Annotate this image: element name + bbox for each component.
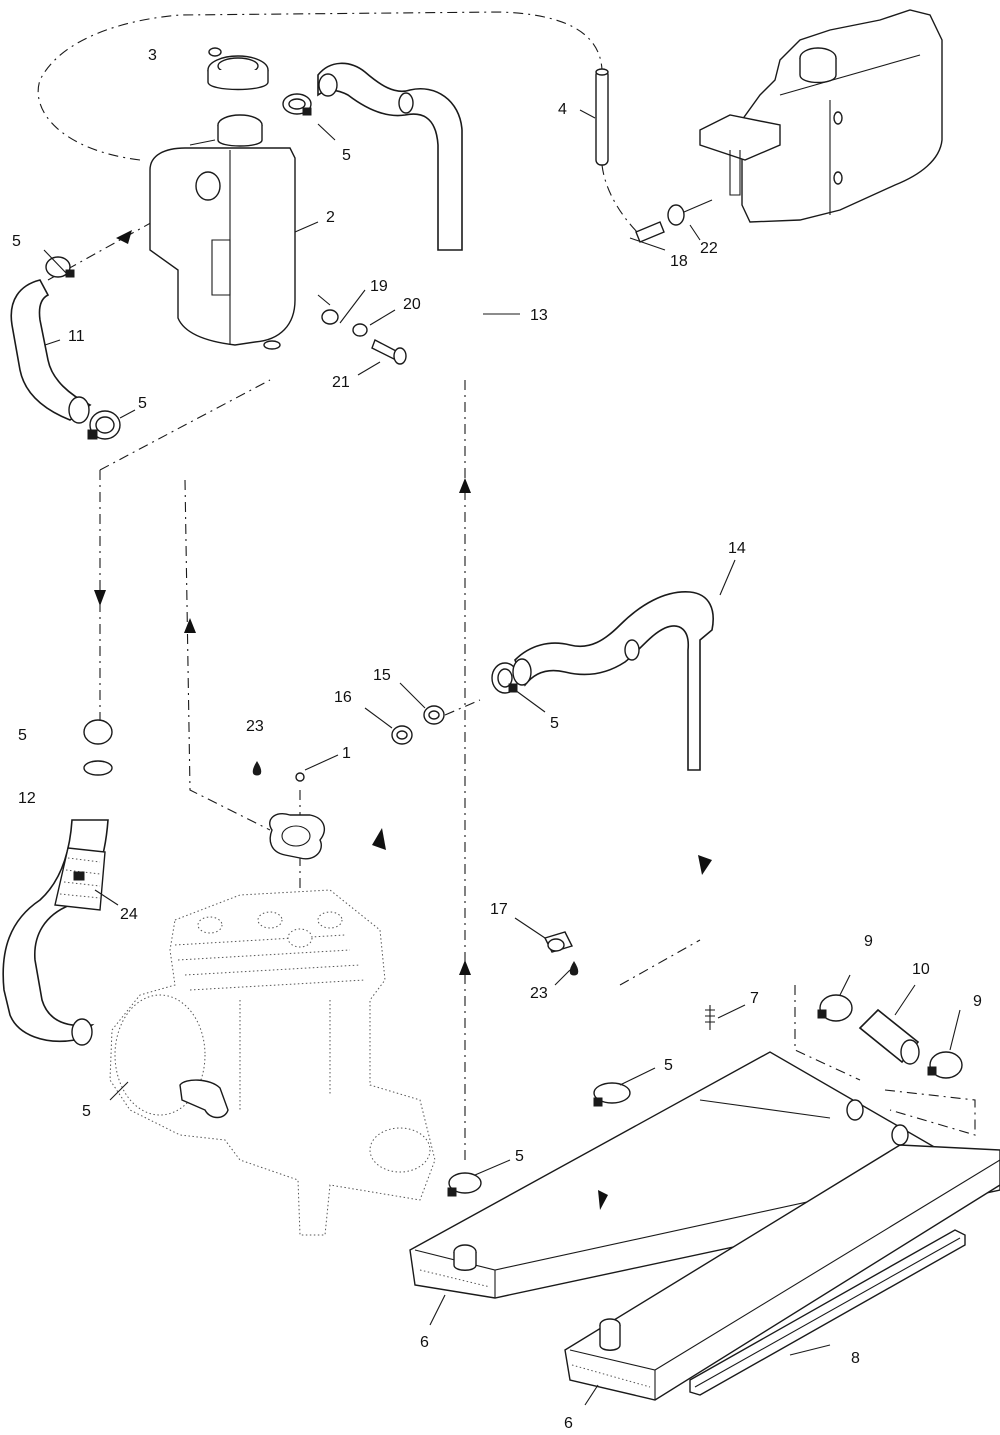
- callout-24: 24: [120, 906, 138, 923]
- callout-5: 5: [138, 395, 147, 412]
- callout-1: 1: [342, 745, 351, 762]
- connector-hose-10: [817, 994, 963, 1079]
- callout-5: 5: [515, 1148, 524, 1165]
- callout-23: 23: [246, 718, 264, 735]
- callout-21: 21: [332, 374, 350, 391]
- hose-protector: [54, 847, 106, 911]
- callout-5: 5: [550, 715, 559, 732]
- flow-arrow-icon: [698, 855, 712, 875]
- gasket: [269, 813, 326, 860]
- radiator-upper: [409, 1051, 1000, 1299]
- flow-arrow-icon: [184, 618, 196, 633]
- callout-5: 5: [12, 233, 21, 250]
- flow-arrow-icon: [598, 1190, 608, 1210]
- coolant-reservoir: [699, 9, 943, 223]
- flow-arrows: [94, 230, 712, 1210]
- hose-clamp: [45, 256, 75, 278]
- hose-14: [512, 591, 714, 771]
- engine: [109, 889, 436, 1236]
- callout-9: 9: [864, 933, 873, 950]
- callout-5: 5: [18, 727, 27, 744]
- hose-clamp: [447, 1172, 482, 1197]
- bolt-21: [371, 339, 407, 365]
- callout-3: 3: [148, 47, 157, 64]
- flow-path-lines: [37, 11, 976, 1165]
- flow-arrow-icon: [116, 230, 132, 244]
- callout-20: 20: [403, 296, 421, 313]
- callout-4: 4: [558, 101, 567, 118]
- callout-2: 2: [326, 209, 335, 226]
- washer-19: [321, 309, 339, 325]
- callout-9: 9: [973, 993, 982, 1010]
- callout-17: 17: [490, 901, 508, 918]
- callout-23: 23: [530, 985, 548, 1002]
- temperature-sensor: [544, 931, 573, 953]
- hose-clamp: [282, 93, 312, 116]
- fitting-15: [423, 705, 445, 725]
- overflow-hose: [595, 68, 609, 166]
- callout-5: 5: [342, 147, 351, 164]
- flow-arrow-icon: [372, 828, 386, 850]
- callout-leaders: [43, 109, 961, 1406]
- callout-labels: 3 4 5 2 5 18 22 19 20 13 11 21 5 14 15 1…: [12, 47, 982, 1432]
- callout-5: 5: [82, 1103, 91, 1120]
- callout-16: 16: [334, 689, 352, 706]
- callout-12: 12: [18, 790, 36, 807]
- hose-clamp: [83, 719, 113, 776]
- washer-16: [391, 725, 413, 745]
- callout-22: 22: [700, 240, 718, 257]
- callout-6: 6: [420, 1334, 429, 1351]
- hose-clamp: [491, 662, 519, 694]
- hose-clamp: [87, 410, 121, 440]
- sealant-drop-icon: [252, 761, 262, 776]
- callout-6: 6: [564, 1415, 573, 1432]
- radiator-protector-8: [689, 1229, 966, 1396]
- callout-19: 19: [370, 278, 388, 295]
- fastener-7: [705, 1005, 715, 1030]
- callout-18: 18: [670, 253, 688, 270]
- radiator-lower: [564, 1124, 1000, 1401]
- upper-hose: [317, 62, 463, 251]
- callout-5: 5: [664, 1057, 673, 1074]
- callout-7: 7: [750, 990, 759, 1007]
- callout-14: 14: [728, 540, 746, 557]
- callout-13: 13: [530, 307, 548, 324]
- hose-clamp: [593, 1082, 631, 1107]
- callout-15: 15: [373, 667, 391, 684]
- callout-8: 8: [851, 1350, 860, 1367]
- flow-arrow-icon: [459, 960, 471, 975]
- callout-10: 10: [912, 961, 930, 978]
- pressure-cap: [207, 47, 269, 91]
- callout-11: 11: [68, 328, 85, 345]
- washer-20: [352, 323, 368, 337]
- hose-11: [10, 279, 92, 424]
- sealant-drop-icon: [569, 961, 579, 976]
- coolant-tank: [149, 114, 296, 350]
- flow-arrow-icon: [94, 590, 106, 606]
- fitting-18-22: [635, 199, 713, 243]
- flow-arrow-icon: [459, 478, 471, 493]
- bleed-screw: [295, 772, 305, 782]
